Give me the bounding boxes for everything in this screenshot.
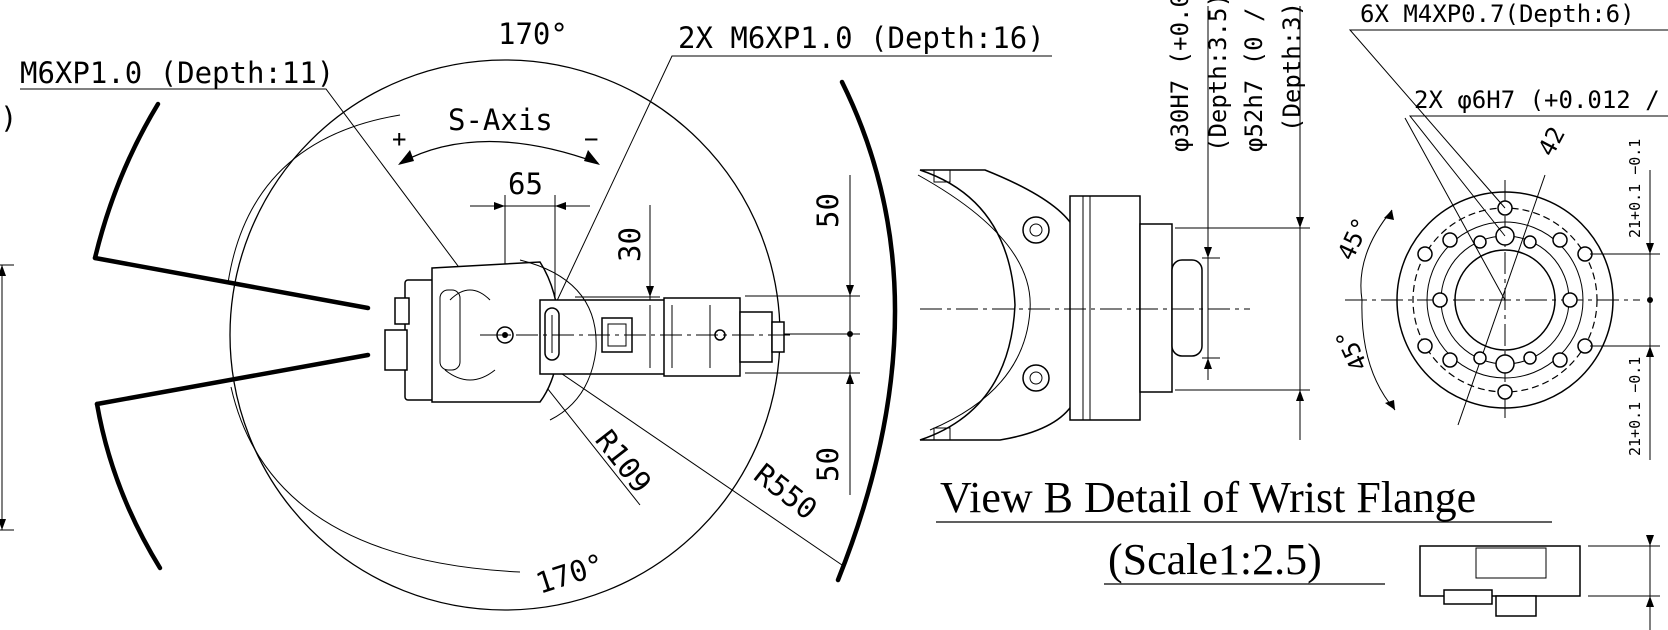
depth-3-label: (Depth:3) bbox=[1278, 2, 1306, 132]
tap-6x-label: 6X M4XP0.7(Depth:6) bbox=[1360, 0, 1635, 28]
flange-bolt-bottom bbox=[1022, 364, 1050, 392]
tap-left-label: M6XP1.0 (Depth:11) bbox=[20, 56, 334, 90]
tol-21-bottom-label: 21+0.1 −0.1 bbox=[1626, 357, 1644, 456]
tap-hole-5 bbox=[1417, 338, 1433, 354]
bottom-partial-view bbox=[1419, 535, 1660, 630]
dim-50-bottom-label: 50 bbox=[811, 447, 845, 482]
wrist-cap bbox=[771, 321, 785, 353]
pin-2x-label: 2X φ6H7 (+0.012 / 0) (Depth:6) bbox=[1414, 86, 1668, 114]
envelope-boundary-left-lower-ray bbox=[94, 352, 371, 407]
leader-tap-2x bbox=[554, 55, 1052, 306]
base-connector-2 bbox=[394, 297, 410, 325]
angle-45-top-label: 45° bbox=[1332, 213, 1376, 264]
wrist-flange-end bbox=[739, 311, 773, 363]
leader-tap-left bbox=[20, 88, 506, 330]
flange-spigot bbox=[1171, 259, 1203, 357]
flange-hub bbox=[1139, 223, 1173, 393]
dim-65-label: 65 bbox=[508, 167, 543, 201]
view-scale: (Scale1:2.5) bbox=[1108, 535, 1322, 584]
s-axis-swing-arc-top bbox=[227, 114, 401, 284]
tap-hole-6 bbox=[1577, 338, 1593, 354]
angle-bottom-label: 170° bbox=[532, 547, 609, 601]
dim-42-label: 42 bbox=[1533, 122, 1571, 161]
tol-21-top-label: 21+0.1 −0.1 bbox=[1626, 139, 1644, 238]
fit-30-label: φ30H7 (+0.021 / 0) bbox=[1166, 0, 1194, 152]
angle-arc-45-bottom bbox=[1361, 299, 1396, 411]
tap-hole-3 bbox=[1417, 246, 1433, 262]
angle-45-bottom-label: 45° bbox=[1330, 324, 1374, 375]
view-title: View B Detail of Wrist Flange bbox=[940, 473, 1476, 522]
angle-arc-45-top bbox=[1360, 209, 1393, 301]
tap-hole-2 bbox=[1497, 384, 1513, 400]
s-axis-plus: + bbox=[392, 125, 406, 153]
s-axis-swing-arc-bottom bbox=[230, 386, 521, 573]
envelope-boundary-left-upper bbox=[92, 101, 161, 261]
depth-35-label: (Depth:3.5) bbox=[1204, 0, 1232, 152]
s-axis-minus: − bbox=[584, 125, 598, 153]
envelope-boundary-left-upper-ray bbox=[92, 255, 371, 311]
flange-side-view bbox=[917, 6, 1310, 441]
leader-pin-2x bbox=[1408, 115, 1668, 237]
tap-hole-4 bbox=[1577, 246, 1593, 262]
r109-arc bbox=[519, 259, 597, 421]
flange-bolt-top bbox=[1022, 216, 1050, 244]
cut-text-top-left: ) bbox=[0, 101, 17, 135]
s-axis-label: S-Axis bbox=[448, 103, 553, 137]
flange-plate bbox=[1069, 195, 1141, 421]
base-connector bbox=[384, 329, 408, 371]
top-view bbox=[0, 55, 1052, 611]
flange-front-view bbox=[1345, 29, 1668, 460]
fit-52-label: φ52h7 (0 / -0.03) bbox=[1240, 0, 1268, 152]
radius-small-label: R109 bbox=[588, 423, 658, 499]
angle-top-label: 170° bbox=[498, 17, 568, 51]
envelope-boundary-left-lower bbox=[94, 401, 163, 571]
pin-hole-bottom bbox=[1495, 354, 1515, 374]
dim-50-top-label: 50 bbox=[811, 193, 845, 228]
envelope-boundary-right bbox=[835, 79, 898, 583]
partial-body bbox=[1419, 545, 1581, 597]
s-axis-rotation-arrow bbox=[399, 140, 599, 164]
partial-connector bbox=[1443, 589, 1493, 605]
wrist-body-arc bbox=[919, 169, 1076, 441]
leader-tap-6x bbox=[1348, 29, 1668, 209]
upper-arm bbox=[663, 297, 741, 377]
dim-30-label: 30 bbox=[613, 227, 647, 262]
tap-2x-label: 2X M6XP1.0 (Depth:16) bbox=[678, 21, 1045, 55]
